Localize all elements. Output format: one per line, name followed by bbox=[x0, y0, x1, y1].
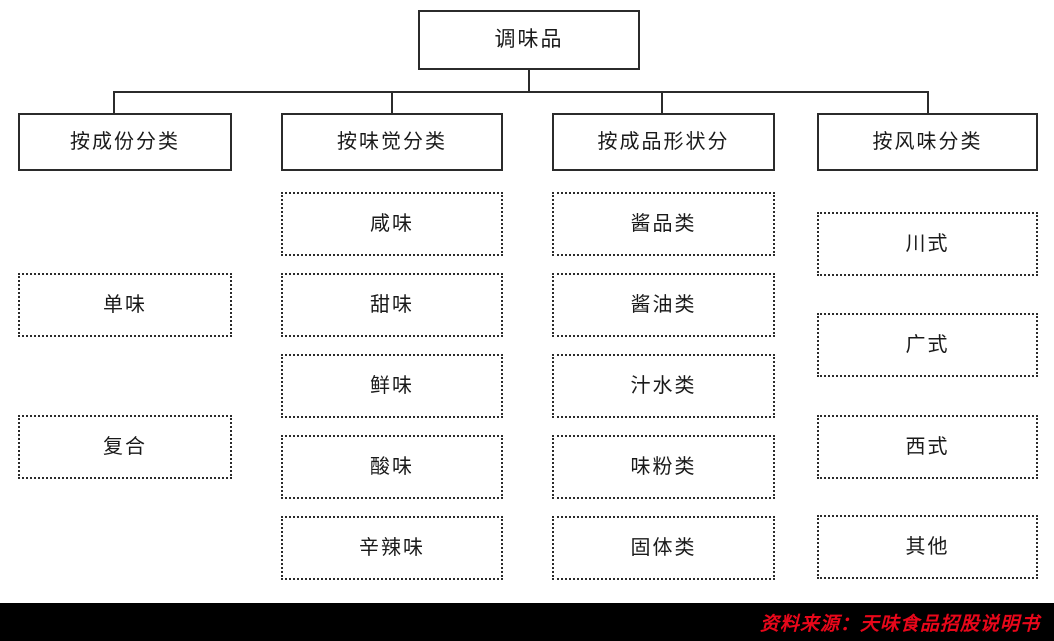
leaf-node-paste: 酱品类 bbox=[552, 192, 775, 256]
leaf-node-single-taste: 单味 bbox=[18, 273, 232, 337]
leaf-node-salty: 咸味 bbox=[281, 192, 503, 256]
connector-horizontal-bus bbox=[113, 91, 929, 93]
source-label: 资料来源：天味食品招股说明书 bbox=[759, 613, 1040, 635]
leaf-node-compound: 复合 bbox=[18, 415, 232, 479]
leaf-node-juice: 汁水类 bbox=[552, 354, 775, 418]
footer-source-bar: 资料来源：天味食品招股说明书 bbox=[0, 603, 1054, 641]
leaf-node-western-style: 西式 bbox=[817, 415, 1038, 479]
root-node-condiments: 调味品 bbox=[418, 10, 640, 70]
leaf-node-soy-sauce: 酱油类 bbox=[552, 273, 775, 337]
category-node-by-flavor: 按风味分类 bbox=[817, 113, 1038, 171]
category-node-by-ingredient: 按成份分类 bbox=[18, 113, 232, 171]
leaf-node-umami: 鲜味 bbox=[281, 354, 503, 418]
leaf-node-cantonese-style: 广式 bbox=[817, 313, 1038, 377]
leaf-node-other-style: 其他 bbox=[817, 515, 1038, 579]
leaf-node-sour: 酸味 bbox=[281, 435, 503, 499]
connector-root-stem bbox=[528, 70, 530, 92]
connector-drop-category-1 bbox=[113, 91, 115, 113]
leaf-node-powder: 味粉类 bbox=[552, 435, 775, 499]
leaf-node-spicy: 辛辣味 bbox=[281, 516, 503, 580]
connector-drop-category-2 bbox=[391, 91, 393, 113]
leaf-node-sweet: 甜味 bbox=[281, 273, 503, 337]
category-node-by-form: 按成品形状分 bbox=[552, 113, 775, 171]
leaf-node-solid: 固体类 bbox=[552, 516, 775, 580]
category-node-by-taste: 按味觉分类 bbox=[281, 113, 503, 171]
connector-drop-category-3 bbox=[661, 91, 663, 113]
leaf-node-sichuan-style: 川式 bbox=[817, 212, 1038, 276]
connector-drop-category-4 bbox=[927, 91, 929, 113]
